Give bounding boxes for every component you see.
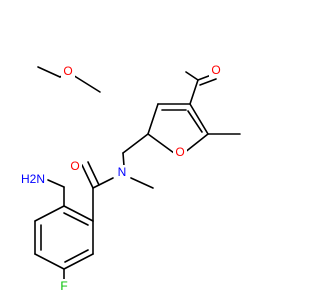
amide-oxygen-label: O	[70, 159, 79, 173]
ester-single-oxygen-label: O	[63, 64, 72, 78]
bond-amide-carbonyl-double-1	[81, 164, 94, 189]
bond-furan-c5-o	[147, 133, 175, 154]
bond-ring-inner-3	[64, 249, 89, 263]
ester-single-oxygen-bg	[61, 64, 75, 80]
fluorine-bg	[57, 279, 71, 295]
furan-oxygen-label: O	[175, 145, 184, 159]
bond-ring-5	[63, 253, 94, 270]
bond-ring-1	[63, 205, 94, 222]
bond-n-methyl	[130, 177, 154, 189]
bond-furan-c4-c5	[147, 103, 159, 135]
bond-furan-c2-c3-inner	[187, 110, 203, 133]
bonds-group	[34, 66, 241, 283]
chemical-structure: O O O O N H2N F	[20, 62, 241, 295]
amino-group-bg	[20, 172, 46, 188]
bond-ester-c-furan	[189, 79, 199, 105]
bond-ring-2	[34, 205, 65, 222]
amino-group-label: H2N	[21, 172, 45, 186]
bond-methyl-ester	[37, 66, 61, 78]
bond-ester-carbonyl-double-2	[199, 78, 217, 86]
bond-ring-inner-1	[63, 212, 89, 226]
bond-furan-ch2	[122, 133, 149, 154]
bond-nh2-stub	[47, 179, 65, 188]
ester-carbonyl-oxygen-bg	[209, 62, 223, 78]
bond-furan-c2-c3	[189, 103, 209, 135]
bond-ch2-n	[122, 152, 125, 167]
bond-ester-carbonyl	[185, 71, 199, 81]
bond-ring-4	[34, 253, 65, 270]
atom-labels-group: O O O O N H2N F	[20, 62, 223, 295]
ester-carbonyl-oxygen-label: O	[211, 63, 220, 77]
bond-n-carbonyl	[92, 177, 114, 189]
amide-oxygen-bg	[68, 159, 82, 175]
furan-oxygen-bg	[173, 145, 187, 161]
bond-amide-carbonyl-double-2	[87, 161, 100, 186]
amide-nitrogen-label: N	[118, 165, 127, 179]
fluorine-label: F	[60, 279, 67, 293]
amide-nitrogen-bg	[115, 165, 129, 181]
bond-furan-o-c2	[183, 133, 209, 154]
